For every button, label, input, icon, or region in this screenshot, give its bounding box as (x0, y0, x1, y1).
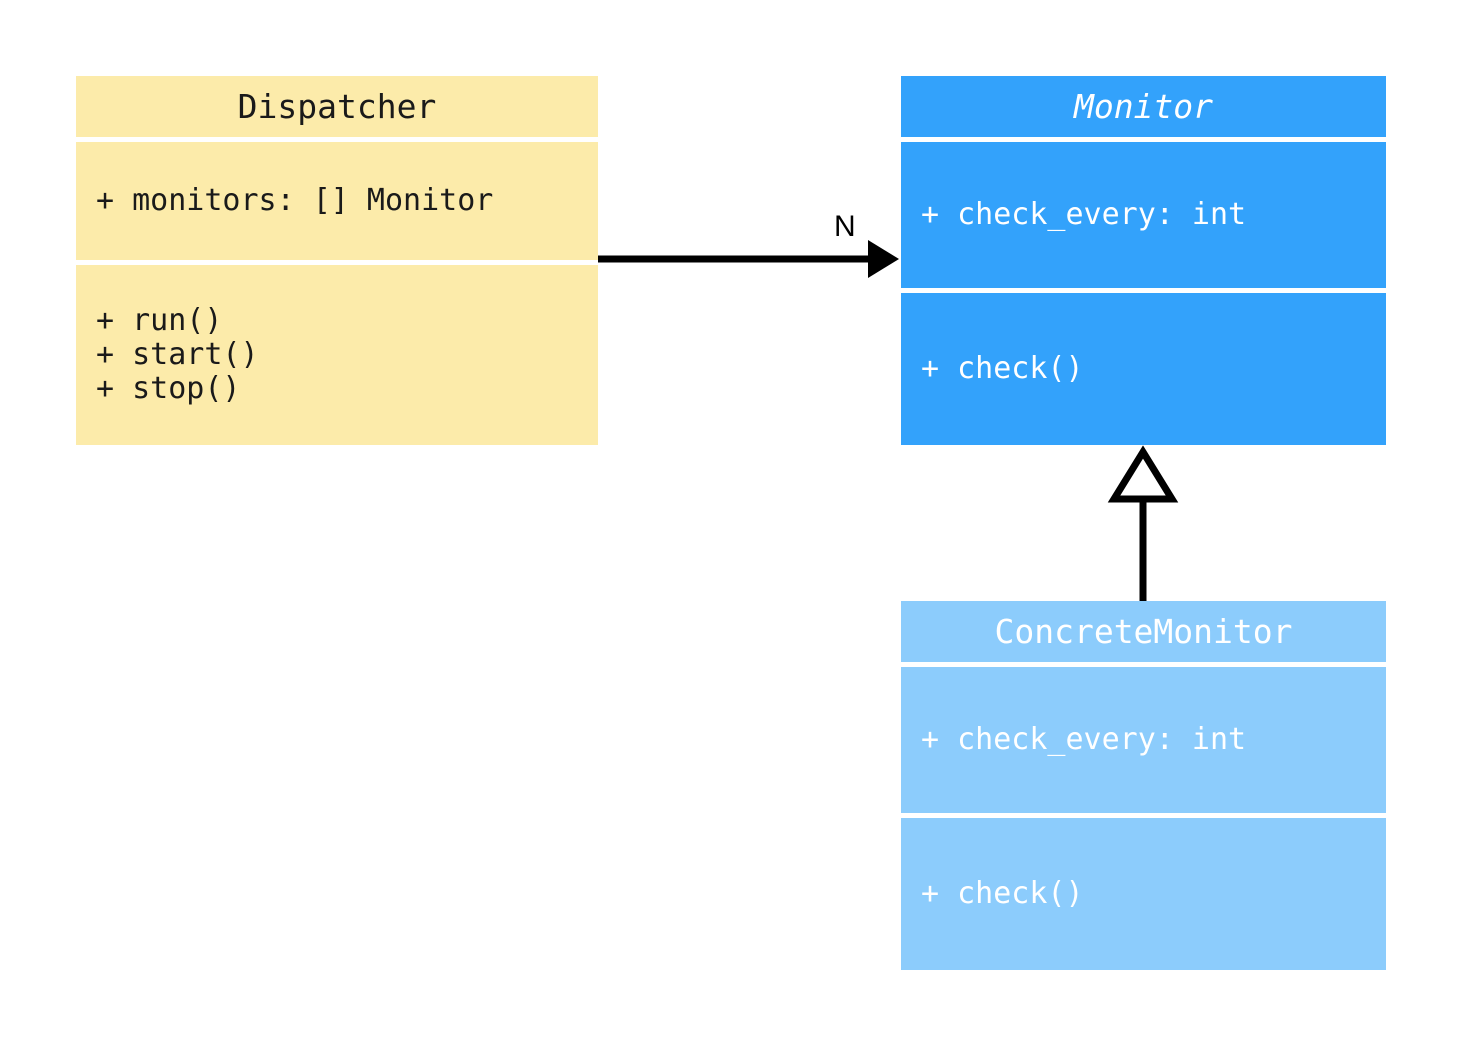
uml-class-concretemonitor[interactable]: ConcreteMonitor + check_every: int + che… (901, 601, 1386, 970)
dispatcher-attribute-monitors: + monitors: [] Monitor (96, 183, 494, 218)
monitor-class-name: Monitor (1073, 87, 1214, 126)
dispatcher-method-stop: + stop() (96, 371, 241, 406)
edge-concretemonitor-to-monitor (1107, 445, 1179, 601)
concretemonitor-methods-band: + check() (901, 818, 1386, 970)
dispatcher-method-start: + start() (96, 337, 259, 372)
concretemonitor-method-check: + check() (921, 876, 1084, 911)
dispatcher-method-run: + run() (96, 303, 223, 338)
monitor-title-band: Monitor (901, 76, 1386, 137)
concretemonitor-attribute-check-every: + check_every: int (921, 722, 1247, 757)
filled-triangle-arrowhead-icon (868, 240, 899, 278)
monitor-methods-band: + check() (901, 293, 1386, 445)
concretemonitor-class-name: ConcreteMonitor (994, 612, 1293, 651)
monitor-attribute-check-every: + check_every: int (921, 197, 1247, 232)
concretemonitor-title-band: ConcreteMonitor (901, 601, 1386, 662)
dispatcher-class-name: Dispatcher (237, 87, 437, 126)
dispatcher-title-band: Dispatcher (76, 76, 598, 137)
hollow-triangle-arrowhead-icon (1107, 445, 1179, 503)
concretemonitor-attributes-band: + check_every: int (901, 667, 1386, 813)
dispatcher-attributes-band: + monitors: [] Monitor (76, 142, 598, 260)
monitor-method-check: + check() (921, 351, 1084, 386)
uml-class-monitor[interactable]: Monitor + check_every: int + check() (901, 76, 1386, 445)
edge-dispatcher-to-monitor (598, 240, 899, 278)
uml-class-dispatcher[interactable]: Dispatcher + monitors: [] Monitor + run(… (76, 76, 598, 445)
dispatcher-methods-band: + run() + start() + stop() (76, 265, 598, 445)
monitor-attributes-band: + check_every: int (901, 142, 1386, 288)
association-multiplicity-label: N (834, 210, 856, 243)
